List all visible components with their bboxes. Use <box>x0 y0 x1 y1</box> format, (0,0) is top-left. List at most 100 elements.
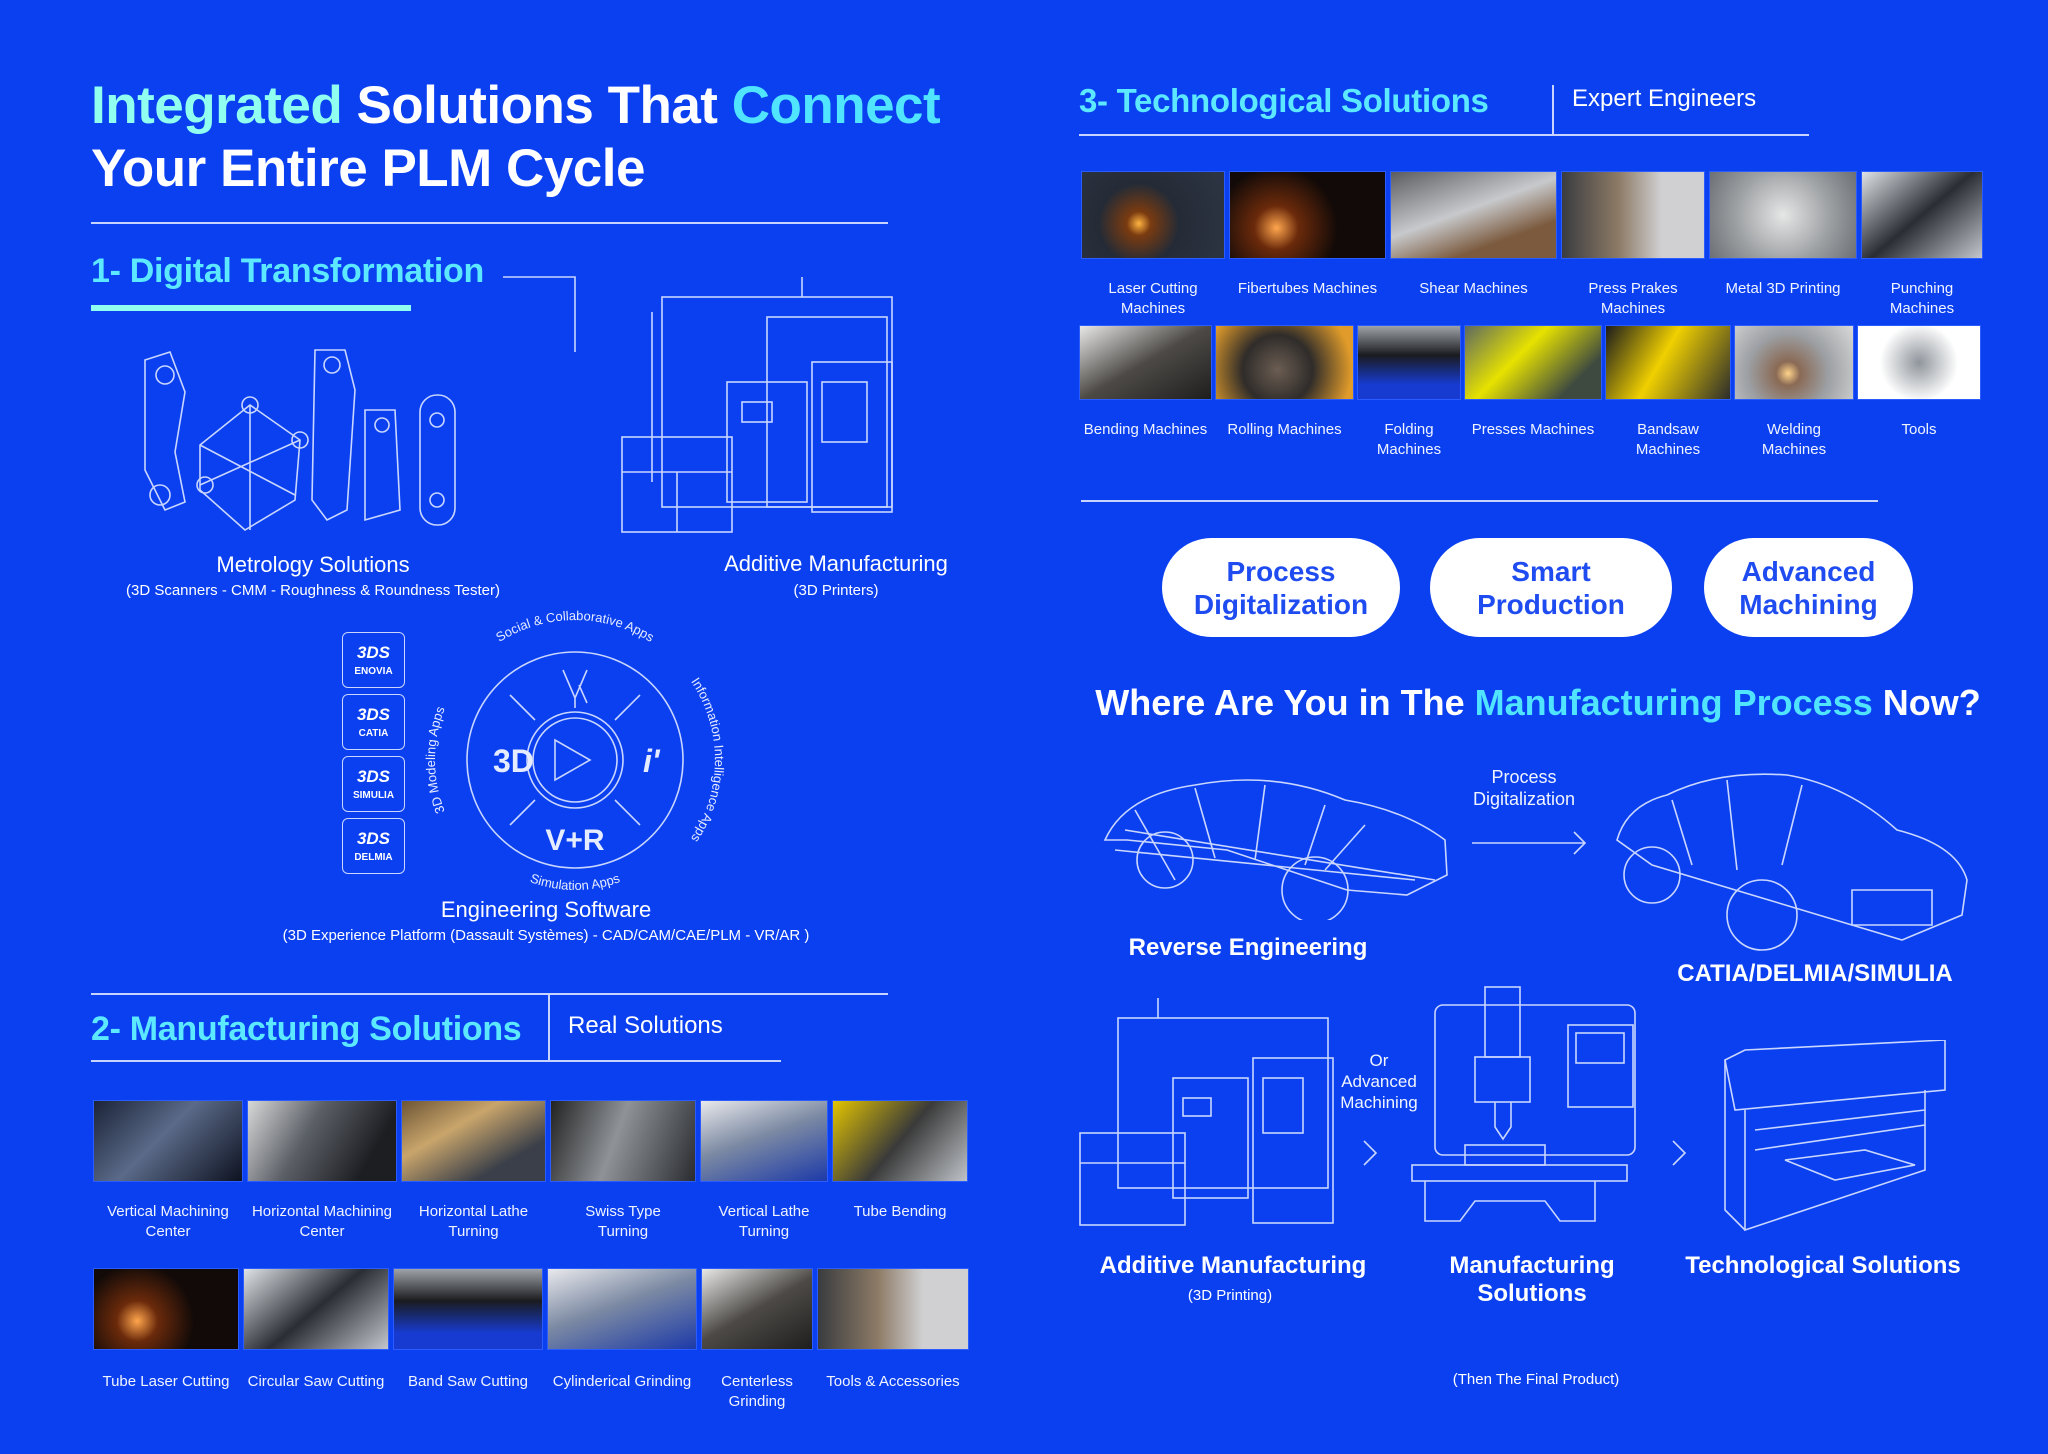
quadrant-info: i' <box>643 743 661 779</box>
solution-card[interactable]: Bending Machines <box>1079 325 1212 460</box>
process-digitalization-button[interactable]: Process Digitalization <box>1162 538 1400 637</box>
solution-label: Horizontal Lathe Turning <box>418 1203 529 1240</box>
press-brake-illustration <box>1724 1040 1946 1232</box>
solution-card[interactable]: Folding Machines <box>1357 325 1461 460</box>
solution-photo[interactable] <box>1079 325 1212 400</box>
advanced-machining-button[interactable]: Advanced Machining <box>1704 538 1913 637</box>
brand-name: SIMULIA <box>352 790 395 801</box>
solution-label: Centerless Grinding <box>721 1373 798 1410</box>
question-part: Now? <box>1872 682 1981 723</box>
solution-photo[interactable] <box>1390 171 1557 259</box>
metrology-illustration <box>144 349 456 531</box>
solution-photo[interactable] <box>1861 171 1983 259</box>
chevron-right-icon <box>1363 1140 1378 1166</box>
svg-text:Simulation Apps: Simulation Apps <box>528 870 622 893</box>
solution-card[interactable]: Fibertubes Machines <box>1229 171 1386 319</box>
title-line-2: Your Entire PLM Cycle <box>91 139 645 198</box>
question-part: Manufacturing Process <box>1474 682 1873 723</box>
solution-photo[interactable] <box>1605 325 1731 400</box>
solution-card[interactable]: Laser Cutting Machines <box>1081 171 1225 319</box>
solution-card[interactable]: Tube Bending <box>832 1100 968 1242</box>
solution-photo[interactable] <box>401 1100 546 1182</box>
solution-label: Press Prakes Machines <box>1588 280 1682 317</box>
solution-label: Tube Laser Cutting <box>102 1373 230 1390</box>
solution-card[interactable]: Rolling Machines <box>1215 325 1354 460</box>
title-part: Solutions That <box>356 76 732 135</box>
solution-photo[interactable] <box>547 1268 697 1350</box>
solution-card[interactable]: Punching Machines <box>1861 171 1983 319</box>
solution-label: Vertical Machining Center <box>107 1203 229 1240</box>
solution-label: Punching Machines <box>1889 280 1958 317</box>
additive-manufacturing-sub: (3D Printing) <box>1187 1287 1273 1304</box>
solution-card[interactable]: Circular Saw Cutting <box>243 1268 389 1412</box>
solution-card[interactable]: Metal 3D Printing <box>1709 171 1857 319</box>
solution-card[interactable]: Press Prakes Machines <box>1561 171 1705 319</box>
3ds-logo-icon: 3DS <box>356 643 391 662</box>
solution-photo[interactable] <box>93 1100 243 1182</box>
svg-text:Information Intelligence Apps: Information Intelligence Apps <box>688 675 727 846</box>
solution-card[interactable]: Centerless Grinding <box>701 1268 813 1412</box>
solution-card[interactable]: Bandsaw Machines <box>1605 325 1731 460</box>
smart-production-button[interactable]: Smart Production <box>1430 538 1672 637</box>
solution-photo[interactable] <box>247 1100 397 1182</box>
solution-label: Metal 3D Printing <box>1725 280 1841 297</box>
solution-photo[interactable] <box>1357 325 1461 400</box>
solution-card[interactable]: Tube Laser Cutting <box>93 1268 239 1412</box>
arrow-right-icon <box>1472 831 1587 855</box>
solution-label: Cylinderical Grinding <box>552 1373 692 1390</box>
solution-card[interactable]: Horizontal Lathe Turning <box>401 1100 546 1242</box>
solution-label: Horizontal Machining Center <box>251 1203 393 1240</box>
reverse-engineering-label: Reverse Engineering <box>1128 934 1368 961</box>
title-part: Integrated <box>91 76 357 135</box>
solution-card[interactable]: Cylinderical Grinding <box>547 1268 697 1412</box>
solution-label: Folding Machines <box>1376 421 1442 458</box>
solution-photo[interactable] <box>1857 325 1981 400</box>
divider <box>1079 134 1809 136</box>
solution-label: Tube Bending <box>853 1203 947 1220</box>
solution-card[interactable]: Swiss Type Turning <box>550 1100 696 1242</box>
solution-card[interactable]: Tools & Accessories <box>817 1268 969 1412</box>
solution-photo[interactable] <box>701 1268 813 1350</box>
solution-photo[interactable] <box>93 1268 239 1350</box>
connector-line <box>503 276 576 352</box>
solution-label: Swiss Type Turning <box>585 1203 661 1240</box>
solution-photo[interactable] <box>817 1268 969 1350</box>
solution-photo[interactable] <box>1229 171 1386 259</box>
solution-photo[interactable] <box>1215 325 1354 400</box>
solution-card[interactable]: Tools <box>1857 325 1981 460</box>
solution-photo[interactable] <box>243 1268 389 1350</box>
arrow-label: Process Digitalization <box>1472 767 1576 809</box>
solution-card[interactable]: Welding Machines <box>1734 325 1854 460</box>
solution-photo[interactable] <box>1734 325 1854 400</box>
solution-photo[interactable] <box>1081 171 1225 259</box>
solution-card[interactable]: Vertical Lathe Turning <box>700 1100 828 1242</box>
software-sub: (3D Experience Platform (Dassault Systèm… <box>282 927 810 944</box>
solution-photo[interactable] <box>393 1268 543 1350</box>
solution-photo[interactable] <box>550 1100 696 1182</box>
3ds-logo-icon: 3DS <box>356 705 391 724</box>
solution-photo[interactable] <box>1464 325 1602 400</box>
additive-manufacturing-label: Additive Manufacturing <box>1099 1252 1367 1279</box>
ring-left-label: 3D Modeling Apps <box>423 704 448 816</box>
solution-photo[interactable] <box>1709 171 1857 259</box>
solution-card[interactable]: Horizontal Machining Center <box>247 1100 397 1242</box>
solution-card[interactable]: Presses Machines <box>1464 325 1602 460</box>
additive-sub: (3D Printers) <box>793 582 879 599</box>
solution-card[interactable]: Band Saw Cutting <box>393 1268 543 1412</box>
separator <box>1552 85 1554 135</box>
heading-underline <box>91 305 411 311</box>
or-advanced-machining-label: Or Advanced Machining <box>1340 1051 1418 1112</box>
solution-photo[interactable] <box>832 1100 968 1182</box>
solution-card[interactable]: Vertical Machining Center <box>93 1100 243 1242</box>
divider <box>91 1060 781 1062</box>
solution-photo[interactable] <box>1561 171 1705 259</box>
solution-photo[interactable] <box>700 1100 828 1182</box>
solution-label: Rolling Machines <box>1227 421 1342 438</box>
chevron-right-icon <box>1672 1140 1687 1166</box>
technological-solutions-label: Technological Solutions <box>1685 1252 1961 1279</box>
divider <box>91 993 888 995</box>
solution-label: Circular Saw Cutting <box>247 1373 385 1390</box>
solution-card[interactable]: Shear Machines <box>1390 171 1557 319</box>
final-product-note: (Then The Final Product) <box>1452 1371 1620 1388</box>
